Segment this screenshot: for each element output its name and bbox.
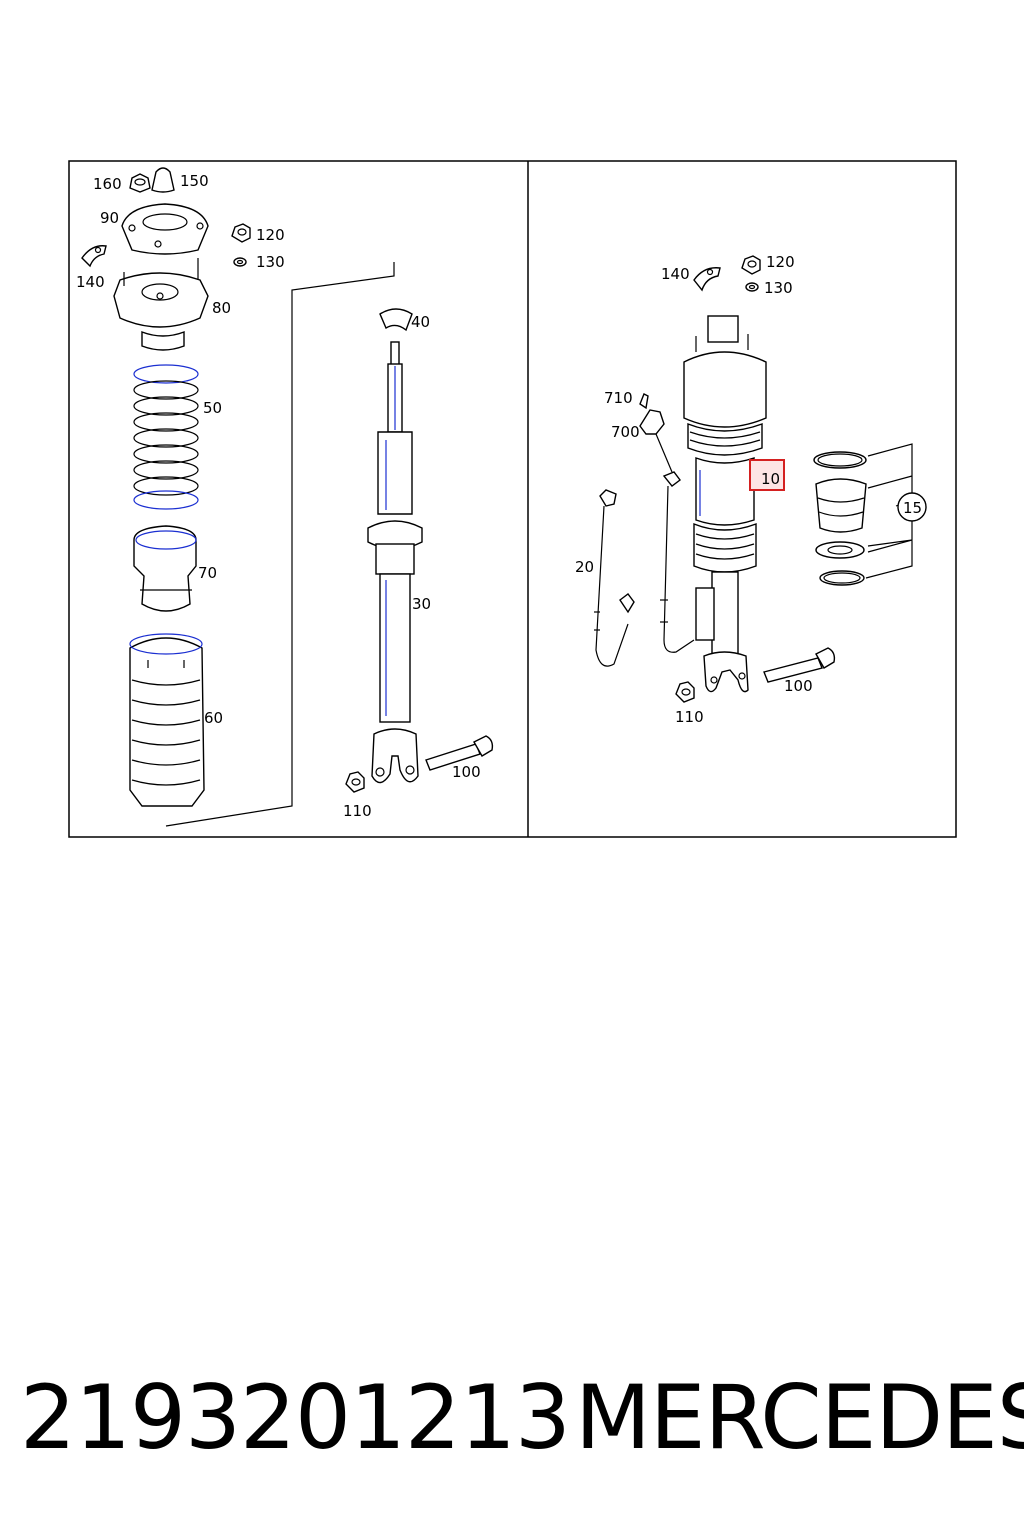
part-130-washer-right xyxy=(745,282,759,292)
callout-120: 120 xyxy=(256,226,285,244)
callout-20: 20 xyxy=(575,558,594,576)
part-120-nut-right xyxy=(741,255,761,275)
callout-140: 140 xyxy=(76,273,105,291)
callout-140-right: 140 xyxy=(661,265,690,283)
part-100-bolt-right xyxy=(763,647,836,683)
part-710-pin xyxy=(639,393,649,410)
callout-120-right: 120 xyxy=(766,253,795,271)
callout-90: 90 xyxy=(100,209,119,227)
part-110-nut xyxy=(345,771,365,793)
part-number-caption: 2193201213 xyxy=(20,1366,571,1469)
part-700-valve xyxy=(639,409,673,473)
part-130-washer xyxy=(233,257,247,267)
callout-10: 10 xyxy=(761,470,780,488)
callout-70: 70 xyxy=(198,564,217,582)
diagram-frame xyxy=(68,160,957,838)
callout-700: 700 xyxy=(611,423,640,441)
part-15-kit xyxy=(813,451,867,586)
callout-30: 30 xyxy=(412,595,431,613)
part-60-dust-boot xyxy=(129,633,205,807)
callout-110-right: 110 xyxy=(675,708,704,726)
callout-60: 60 xyxy=(204,709,223,727)
left-group-bracket xyxy=(165,262,395,827)
callout-50: 50 xyxy=(203,399,222,417)
part-50-coil-spring xyxy=(133,364,199,510)
callout-100-right: 100 xyxy=(784,677,813,695)
part-120-nut xyxy=(231,223,251,243)
part-70-bump-stop xyxy=(133,525,197,612)
part-80-strut-mount xyxy=(113,258,209,351)
part-150-cap xyxy=(151,167,175,193)
callout-100: 100 xyxy=(452,763,481,781)
callout-10-highlight xyxy=(749,459,785,491)
callout-15: 15 xyxy=(903,499,922,517)
callout-130-right: 130 xyxy=(764,279,793,297)
callout-150: 150 xyxy=(180,172,209,190)
callout-710: 710 xyxy=(604,389,633,407)
part-700-cable xyxy=(660,471,695,653)
part-30-shock-absorber xyxy=(367,341,423,784)
part-110-nut-right xyxy=(675,681,695,703)
part-10-air-strut xyxy=(683,315,767,693)
part-160-nut xyxy=(129,173,151,193)
part-20-sensor-cable xyxy=(594,489,635,667)
callout-15-circle xyxy=(897,492,927,522)
part-40-clip xyxy=(379,308,413,332)
part-140-bracket xyxy=(81,245,107,268)
callout-40: 40 xyxy=(411,313,430,331)
part-140-bracket-right xyxy=(693,267,721,292)
right-panel: 140 120 130 710 700 10 15 20 100 110 xyxy=(575,253,927,726)
part-100-bolt xyxy=(425,735,494,771)
callout-110: 110 xyxy=(343,802,372,820)
kit-15-leader xyxy=(865,443,913,579)
brand-caption: MERCEDES xyxy=(575,1366,1024,1469)
callout-80: 80 xyxy=(212,299,231,317)
left-panel: 160 150 90 120 130 140 80 40 50 70 30 60… xyxy=(76,167,494,827)
part-90-mount-plate xyxy=(121,203,209,255)
callout-130: 130 xyxy=(256,253,285,271)
callout-160: 160 xyxy=(93,175,122,193)
